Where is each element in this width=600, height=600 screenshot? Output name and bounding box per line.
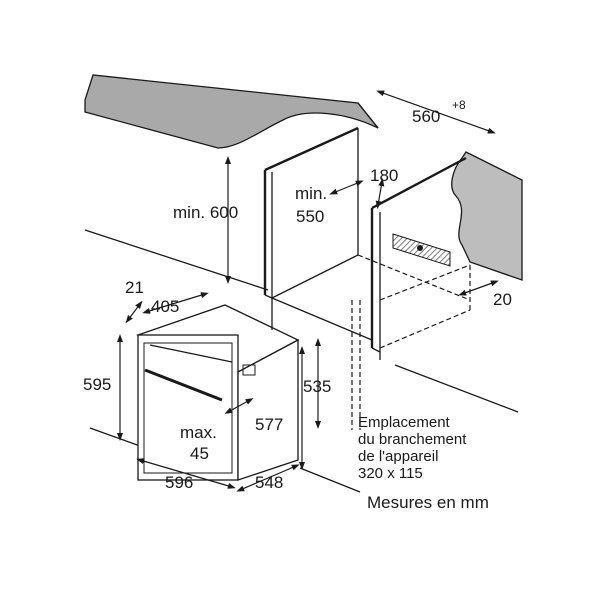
countertop [84,74,379,149]
socket-offset-label: 180 [370,166,398,185]
oven [136,304,300,481]
dashed-oven-outline [351,254,471,430]
rear-gap-label: 20 [493,290,512,309]
oven-depth-label: 548 [255,473,283,492]
cabinet-depth-label: 560 [412,107,440,126]
dimension-arrows [117,90,499,492]
oven-side-height-label: 535 [303,377,331,396]
connection-note-line4: 320 x 115 [358,465,423,482]
socket-icon [417,245,423,251]
oven-handle [144,368,223,402]
min-width-label: 550 [296,207,324,226]
cabinet-depth-tolerance: +8 [452,98,466,112]
units-caption: Mesures en mm [367,493,489,512]
oven-width-label: 596 [165,473,193,492]
max-door-prefix: max. [180,423,217,442]
oven-inner-height-label: 577 [255,415,283,434]
floor-lines [84,229,519,493]
oven-height-label: 595 [83,375,111,394]
min-height-label: min. 600 [173,203,238,222]
socket-area [392,233,451,267]
connection-note-line2: du branchement [358,431,467,448]
connection-note-line1: Emplacement [358,414,451,431]
oven-inset-label: 21 [125,278,144,297]
wall-panel [451,151,523,281]
oven-width-top-label: 405 [151,297,179,316]
cabinet-niche [263,126,467,360]
min-width-prefix: min. [295,184,327,203]
max-door-label: 45 [190,444,209,463]
connection-note-line3: de l'appareil [358,448,438,465]
